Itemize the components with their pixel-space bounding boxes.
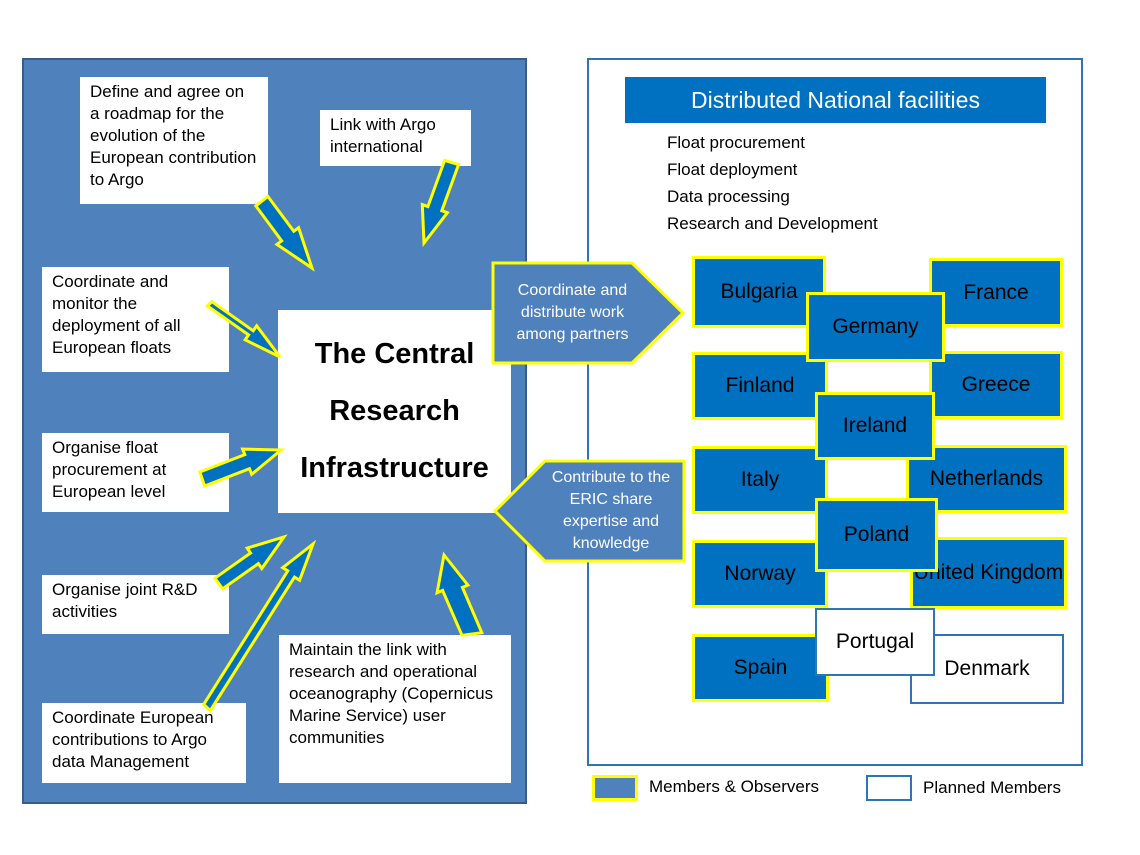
activity-item: Data processing	[667, 187, 790, 206]
legend-members-swatch	[592, 775, 638, 801]
country-germany: Germany	[806, 292, 945, 362]
country-finland: Finland	[692, 352, 828, 420]
legend-planned-label: Planned Members	[923, 778, 1061, 797]
task-data-management: Coordinate European contributions to Arg…	[42, 703, 246, 783]
callout-coordinate-text: Coordinate and distribute work among par…	[516, 282, 629, 343]
task-oceanography-link: Maintain the link with research and oper…	[279, 635, 511, 783]
activity-item: Research and Development	[667, 214, 878, 233]
legend-planned-swatch	[866, 775, 912, 801]
country-greece: Greece	[929, 351, 1063, 419]
country-france: France	[929, 258, 1063, 327]
task-float-procurement: Organise float procurement at European l…	[42, 433, 229, 512]
legend-members-label: Members & Observers	[649, 777, 820, 796]
central-title-line-1: The Central	[314, 338, 475, 370]
country-united-kingdom: United Kingdom	[910, 537, 1067, 609]
country-norway: Norway	[692, 540, 828, 608]
task-joint-rnd: Organise joint R&D activities	[42, 575, 229, 634]
national-facilities-title: Distributed National facilities	[625, 77, 1046, 123]
country-ireland: Ireland	[815, 392, 935, 460]
central-title-line-2: Research	[329, 395, 460, 427]
country-poland: Poland	[815, 498, 938, 572]
central-title-line-3: Infrastructure	[300, 452, 489, 484]
country-spain: Spain	[692, 634, 829, 702]
country-italy: Italy	[692, 446, 828, 514]
country-denmark: Denmark	[910, 634, 1064, 704]
task-link-argo-international: Link with Argo international	[320, 110, 471, 166]
country-portugal: Portugal	[815, 608, 935, 676]
task-roadmap: Define and agree on a roadmap for the ev…	[80, 77, 268, 204]
central-research-infrastructure: The Central Research Infrastructure	[278, 310, 511, 513]
country-bulgaria: Bulgaria	[692, 256, 826, 328]
activity-item: Float procurement	[667, 133, 805, 152]
task-monitor-deployment: Coordinate and monitor the deployment of…	[42, 267, 229, 372]
activity-item: Float deployment	[667, 160, 798, 179]
callout-contribute-text: Contribute to the ERIC share expertise a…	[551, 469, 671, 552]
